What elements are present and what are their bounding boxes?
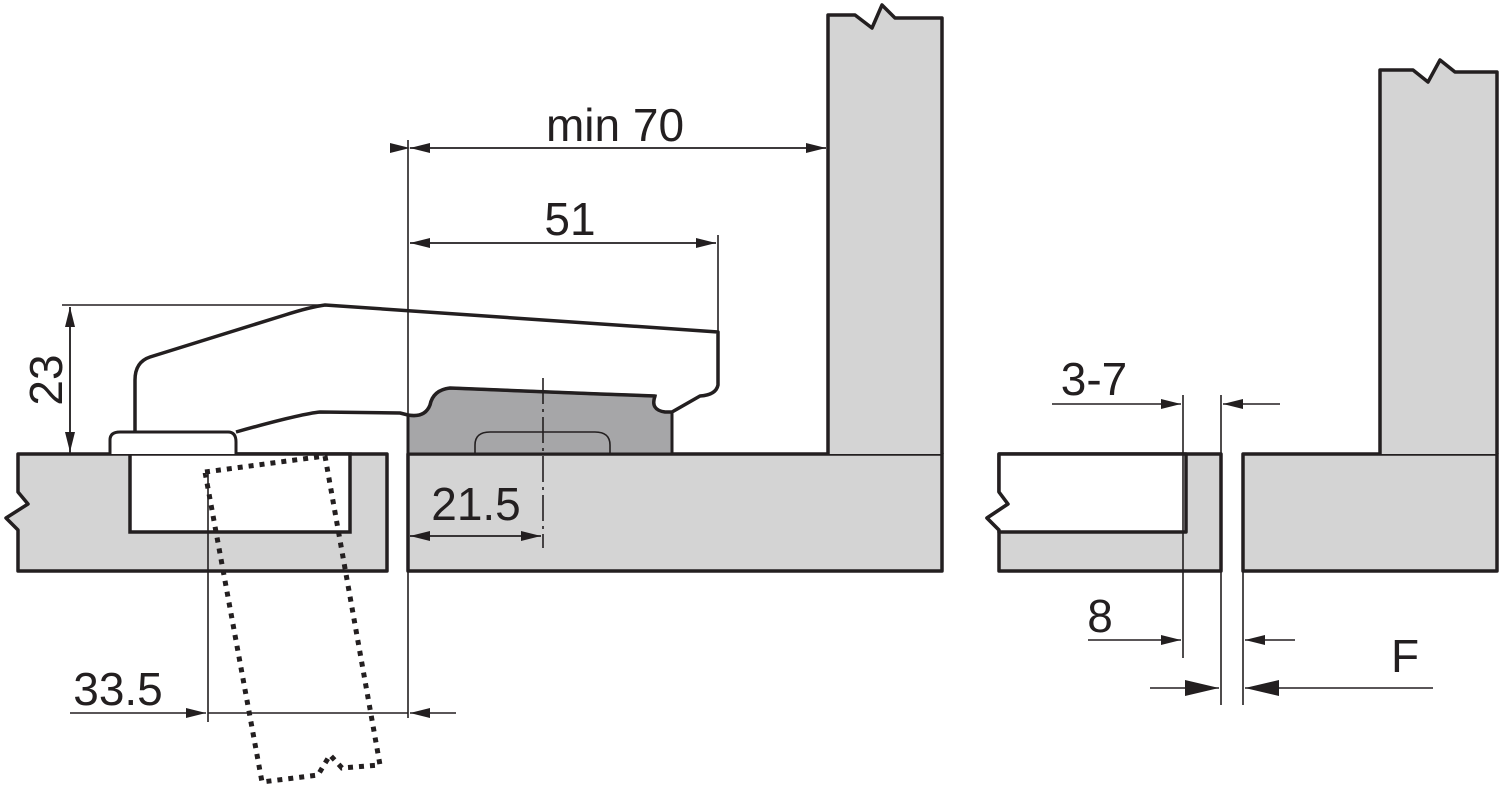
left-door-panel [4, 452, 389, 573]
dim-3-7: 3-7 [1061, 353, 1127, 405]
cabinet-side-panel [826, 3, 944, 454]
dimension-lines [62, 140, 826, 722]
dim-min-70: min 70 [546, 99, 684, 151]
dim-8: 8 [1087, 590, 1113, 642]
dim-33-5: 33.5 [73, 663, 163, 715]
dim-F: F [1391, 630, 1419, 682]
dim-51: 51 [544, 193, 595, 245]
detail-cabinet-panel [1241, 58, 1499, 573]
dim-21-5: 21.5 [431, 478, 521, 530]
mounting-plate [406, 386, 674, 456]
cabinet-bottom-panel [406, 452, 944, 573]
detail-door-panel [985, 452, 1223, 573]
detail-dimension-lines [1052, 395, 1433, 705]
hinge-arm [108, 303, 720, 454]
dim-23: 23 [20, 354, 72, 405]
hinge-cup-swing-outline [202, 453, 383, 785]
